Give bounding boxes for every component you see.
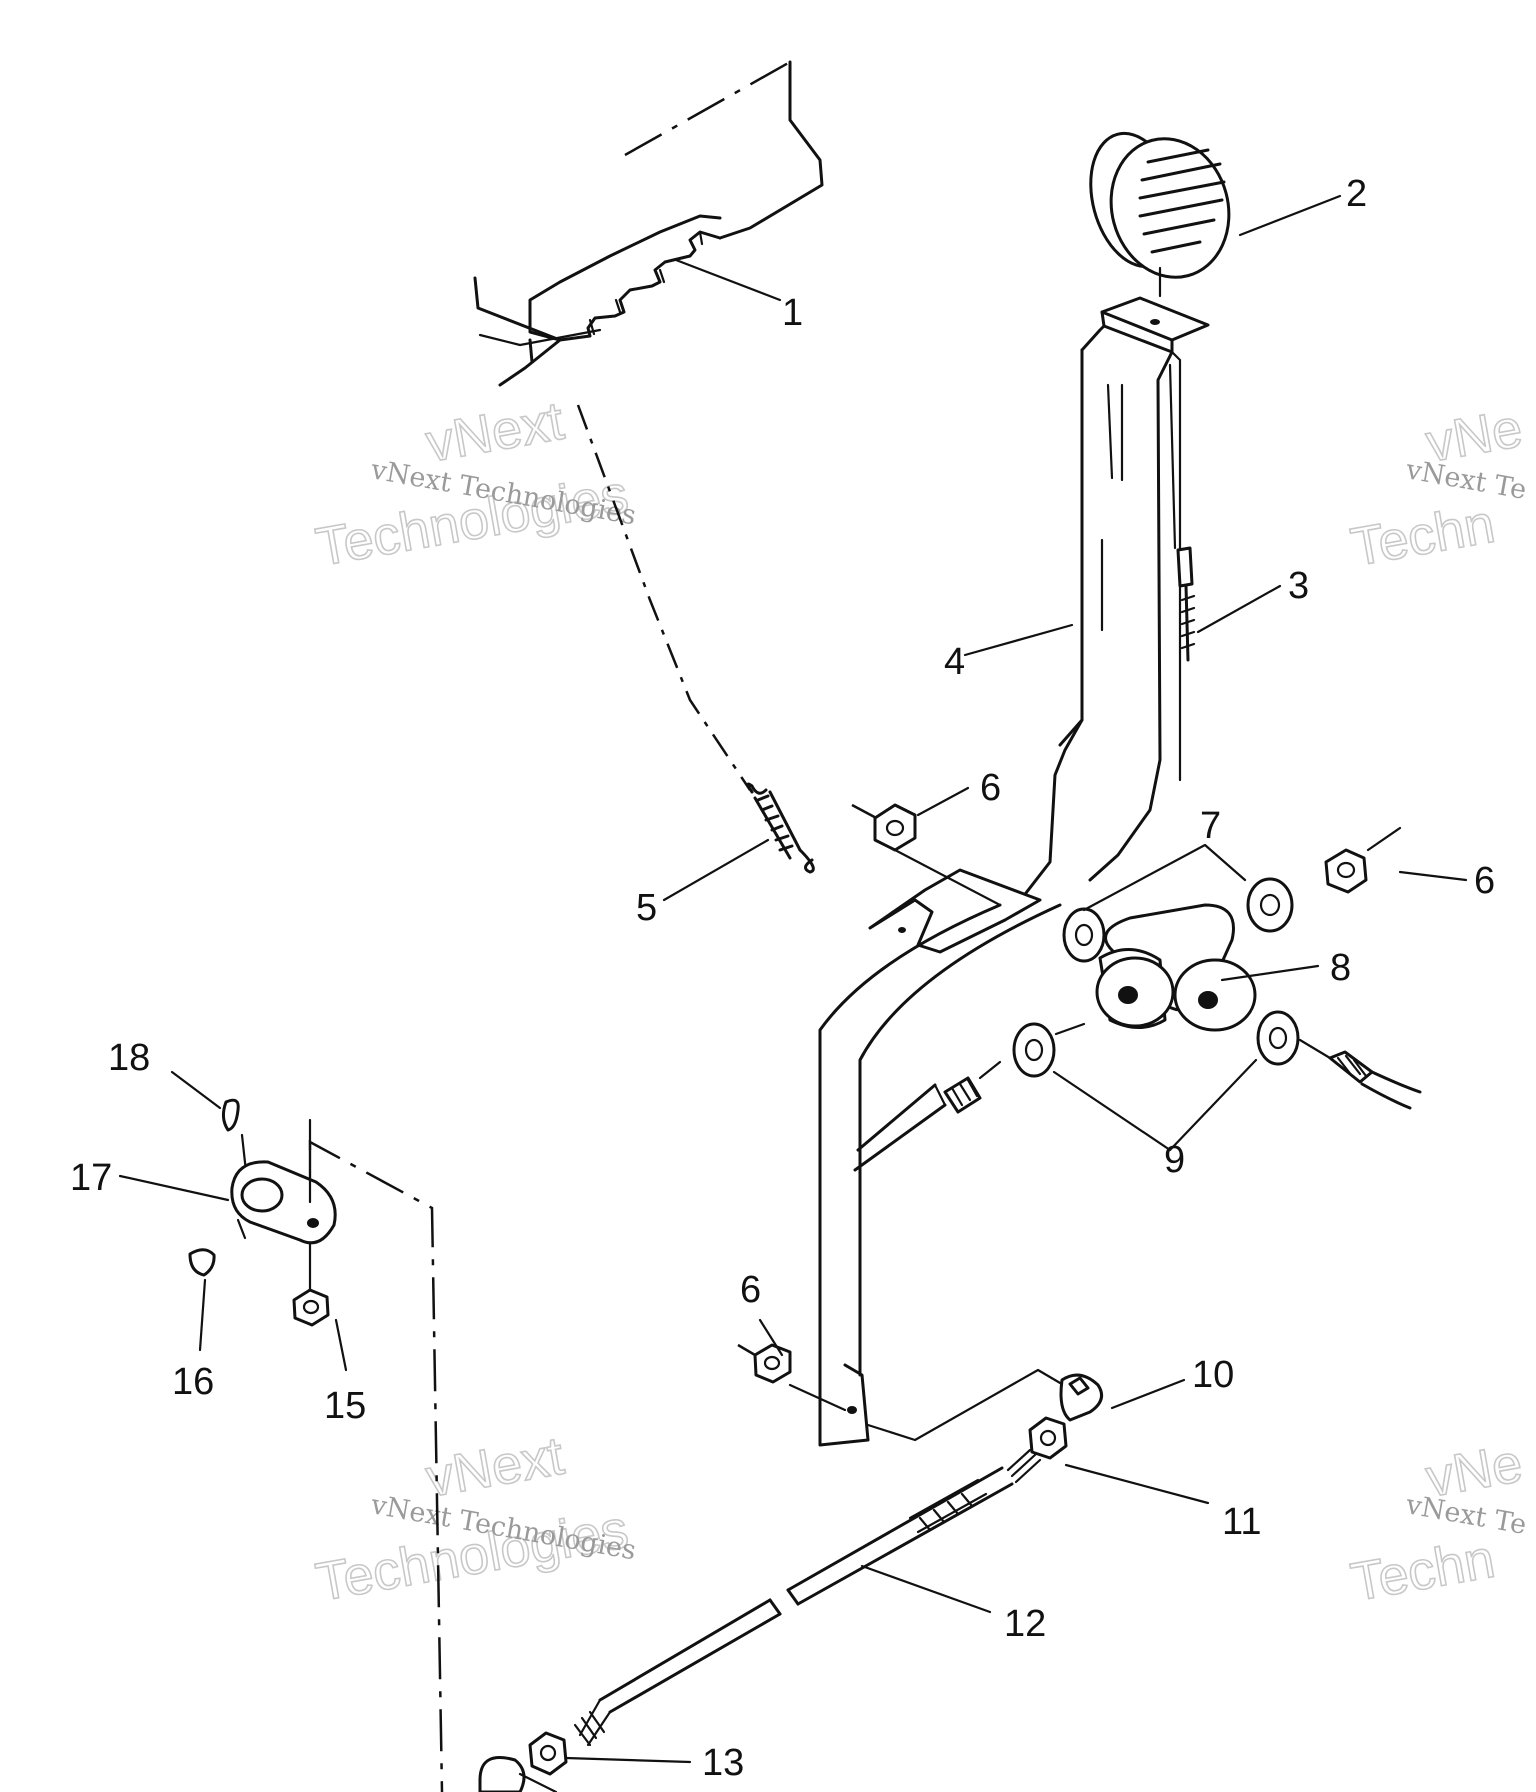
jam-nut	[1006, 1416, 1068, 1484]
callout-4: 4	[944, 641, 965, 683]
callout-2: 2	[1346, 173, 1367, 215]
callout-1: 1	[782, 292, 803, 334]
leader-lines	[118, 194, 1468, 1792]
washer-7-right	[1246, 877, 1294, 933]
callout-13: 13	[702, 1742, 744, 1784]
callout-3: 3	[1288, 565, 1309, 607]
callout-6-right: 6	[1474, 860, 1495, 902]
callout-11: 11	[1222, 1501, 1261, 1543]
callout-9: 9	[1164, 1139, 1185, 1181]
clevis-pin	[1168, 363, 1196, 662]
watermark-big-text: Techn	[1347, 1529, 1499, 1613]
callout-16: 16	[172, 1361, 214, 1403]
watermark-top-left: vNext Technologies vNext Technologies	[311, 390, 638, 579]
brake-rod	[573, 1466, 1014, 1747]
callout-17: 17	[70, 1157, 112, 1199]
lower-rod-end	[478, 1731, 568, 1792]
callout-18: 18	[108, 1037, 150, 1079]
watermark-big-text: vNext	[422, 1426, 568, 1509]
watermark-bottom-right: vNe Techn vNext Te	[1346, 1432, 1529, 1613]
brake-pedal-pad	[1089, 131, 1231, 298]
pivot-tube	[1095, 903, 1257, 1032]
callout-10: 10	[1192, 1354, 1234, 1396]
brake-pedal-arm	[818, 296, 1210, 1447]
callout-labels: 1 2 3 4 5 6 6 6 15 7 8 9 10 11 12 13 16 …	[70, 173, 1495, 1784]
watermark-big-text: Techn	[1347, 494, 1499, 578]
callout-6-lower: 6	[740, 1269, 761, 1311]
nut-right	[1324, 826, 1402, 894]
watermark-bottom-left: vNext Technologies vNext Technologies	[311, 1425, 638, 1614]
mounting-bracket	[473, 60, 824, 791]
callout-6-top: 6	[980, 767, 1001, 809]
washer-9-left	[1012, 1022, 1056, 1078]
nut-lower	[737, 1343, 847, 1412]
callout-8: 8	[1330, 947, 1351, 989]
washer-7-left	[1062, 907, 1106, 963]
callout-7: 7	[1200, 805, 1221, 847]
clamp-assembly	[188, 1098, 444, 1792]
callout-12: 12	[1004, 1603, 1046, 1645]
nut-top	[851, 803, 1002, 907]
watermark-big-text: vNext	[422, 391, 568, 474]
rod-end	[866, 1368, 1104, 1442]
watermark-top-right: vNe Techn vNext Te	[1346, 397, 1529, 578]
washer-9-right	[1256, 1010, 1300, 1066]
callout-15: 15	[324, 1385, 366, 1427]
return-spring	[746, 782, 815, 874]
pivot-bolt	[853, 1022, 1422, 1172]
callout-5: 5	[636, 887, 657, 929]
